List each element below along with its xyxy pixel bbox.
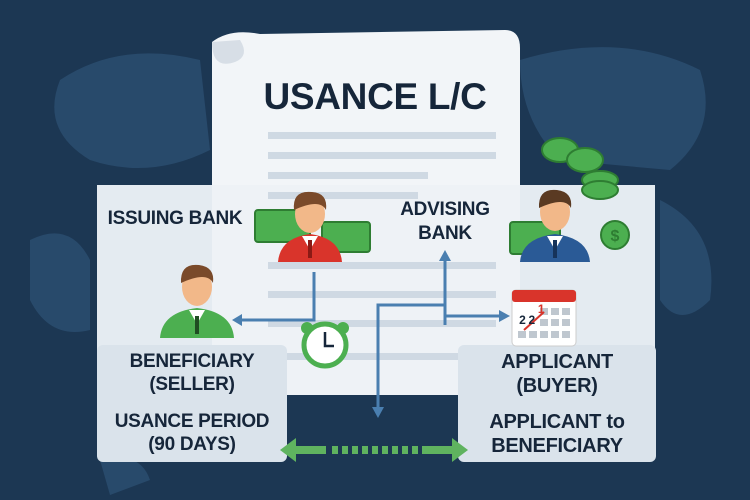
calendar-icon — [511, 289, 577, 347]
advising-bank-line2: BANK — [418, 223, 472, 244]
alarm-clock-icon — [301, 321, 349, 369]
coin-stack-icon — [541, 137, 619, 200]
calendar-days: 2 2 — [519, 313, 535, 327]
advising-bank-label: ADVISING BANK — [395, 198, 495, 246]
usance-line1: USANCE PERIOD — [114, 411, 270, 432]
double-arrow-icon — [280, 438, 468, 462]
issuing-bank-label: ISSUING BANK — [107, 208, 243, 229]
person-red-suit-icon — [278, 191, 342, 262]
calendar-marked-day: 1 — [537, 302, 545, 316]
world-map — [30, 47, 712, 495]
beneficiary-box — [97, 345, 287, 462]
person-green-suit-icon — [160, 264, 234, 338]
direction-label: APPLICANT to BENEFICIARY — [458, 410, 656, 458]
direction-line1: APPLICANT to — [489, 411, 625, 433]
applicant-box — [458, 345, 656, 462]
advising-bank-line1: ADVISING — [400, 199, 490, 220]
person-blue-suit-icon — [520, 189, 590, 262]
document-lines — [268, 132, 496, 360]
applicant-line2: (BUYER) — [516, 375, 598, 397]
direction-line2: BENEFICIARY — [491, 435, 623, 457]
beneficiary-line2: (SELLER) — [149, 374, 235, 395]
svg-text:$: $ — [611, 228, 620, 245]
applicant-line1: APPLICANT — [501, 351, 613, 373]
flow-arrows — [240, 258, 502, 412]
beneficiary-line1: BENEFICIARY — [129, 351, 255, 372]
usance-period-label: USANCE PERIOD (90 DAYS) — [97, 410, 287, 456]
beneficiary-label: BENEFICIARY (SELLER) — [97, 350, 287, 396]
applicant-label: APPLICANT (BUYER) — [458, 350, 656, 398]
page-title: USANCE L/C — [263, 76, 487, 117]
usance-line2: (90 DAYS) — [148, 434, 236, 455]
